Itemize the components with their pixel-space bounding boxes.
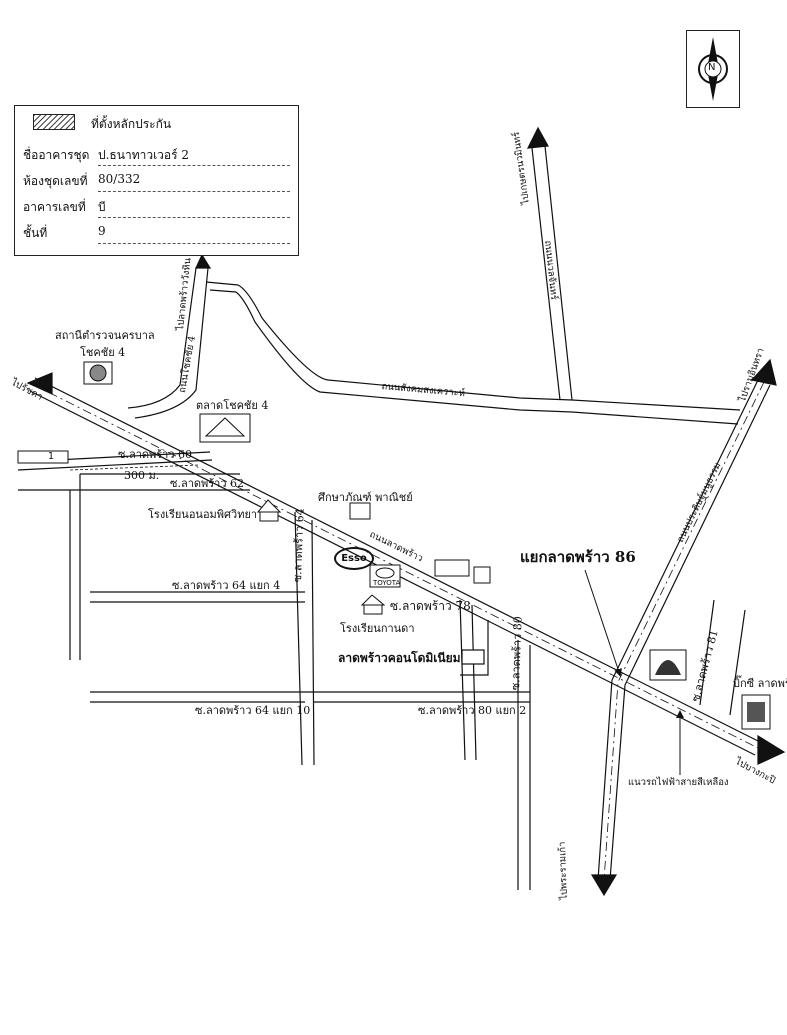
school-kanda-icon xyxy=(360,594,386,615)
ladprao-road-north-edge xyxy=(34,377,761,743)
legend-key: ห้องชุดเลขที่ xyxy=(23,174,88,188)
compass-letter: N xyxy=(708,62,716,73)
to-rachada-arrow xyxy=(26,372,53,395)
school-anomphit-icon xyxy=(256,499,282,522)
legend-row-block: อาคารเลขที่ บี xyxy=(23,196,290,218)
legend-key: ชื่ออาคารชุด xyxy=(23,148,90,162)
chokchai4-arrow xyxy=(195,253,212,269)
pradit-road-west xyxy=(597,379,759,881)
to-bangkapi-arrow xyxy=(757,734,786,765)
hatch-swatch xyxy=(33,114,75,130)
label-soi80: ซ.ลาดพร้าว 80 xyxy=(509,615,525,691)
label-ladprao-condo: ลาดพร้าวคอนโดมิเนียม xyxy=(338,651,461,665)
soi78-road-a xyxy=(459,599,466,761)
legend-key: ชั้นที่ xyxy=(23,226,48,240)
soi81-road-b xyxy=(729,609,746,716)
nuanchan-arrow xyxy=(526,126,549,149)
label-soi60: ซ.ลาดพร้าว 60 xyxy=(118,448,193,461)
soi60-road-bottom xyxy=(17,459,213,471)
to-ramintra-arrow xyxy=(750,358,777,386)
label-toyota: TOYOTA xyxy=(373,579,401,587)
condo-lane xyxy=(460,620,489,676)
label-soi64-yaek10: ซ.ลาดพร้าว 64 แยก 10 xyxy=(195,704,311,717)
sangkhom-road-south xyxy=(209,289,739,425)
soi64-road-west xyxy=(294,511,303,766)
legend-row-floor: ชั้นที่ 9 xyxy=(23,222,290,244)
soi78-road-b xyxy=(471,604,477,761)
label-soi78: ซ.ลาดพร้าว 78 xyxy=(390,599,471,613)
label-to-rama9: ไปพระรามเก้า xyxy=(556,841,570,901)
legend-row-unit: ห้องชุดเลขที่ 80/332 xyxy=(23,170,290,192)
label-soi62: ซ.ลาดพร้าว 62 xyxy=(170,477,245,490)
label-chokchai4-market: ตลาดโชคชัย 4 xyxy=(196,399,269,412)
soi64-road-east xyxy=(311,519,315,766)
label-police-station: สถานีตำรวจนครบาล xyxy=(55,329,155,342)
label-intersection: แยกลาดพร้าว 86 xyxy=(520,548,636,566)
chokchai4-road-east xyxy=(134,267,209,419)
label-school-anomphit: โรงเรียนอนอมพิศวิทยา xyxy=(148,508,258,521)
label-police-station-name: โชคชัย 4 xyxy=(80,346,126,359)
legend-value: บี xyxy=(98,200,106,214)
sangkhom-road-north xyxy=(205,281,741,411)
soi81-road-a xyxy=(699,599,715,706)
label-soi64-yaek4: ซ.ลาดพร้าว 64 แยก 4 xyxy=(172,579,281,592)
label-300m: 300 ม. xyxy=(124,469,160,482)
nuanchan-road-west xyxy=(531,147,561,401)
label-bigc: บิ๊กซี ลาดพร้าว xyxy=(733,677,787,690)
bank-icon xyxy=(434,559,470,577)
nuanchan-road-east xyxy=(544,145,573,401)
legend-key: อาคารเลขที่ xyxy=(23,200,86,214)
legend-value: 80/332 xyxy=(98,172,141,186)
label-suksapan: ศึกษาภัณฑ์ พาณิชย์ xyxy=(318,491,413,504)
legend-row-building: ชื่ออาคารชุด ป.ธนาทาวเวอร์ 2 xyxy=(23,144,290,166)
legend-title: ที่ตั้งหลักประกัน xyxy=(91,117,172,131)
pradit-road-center xyxy=(603,381,765,881)
legend-value: 9 xyxy=(98,224,106,238)
label-road-marker: 1 xyxy=(48,451,55,462)
pradit-road-east xyxy=(609,384,771,881)
distance-300m-line xyxy=(69,464,201,471)
property-legend: ที่ตั้งหลักประกัน ชื่ออาคารชุด ป.ธนาทาวเ… xyxy=(14,105,299,256)
suksapan-building xyxy=(349,502,371,520)
esso-logo: Esso xyxy=(334,547,374,570)
north-arrow-icon: N xyxy=(686,30,740,108)
condo-building xyxy=(461,649,485,665)
label-school-kanda: โรงเรียนกานดา xyxy=(340,622,415,635)
legend-value: ป.ธนาทาวเวอร์ 2 xyxy=(98,148,190,162)
label-soi64: ซ.ลาดพร้าว 64 xyxy=(291,507,307,583)
label-yellow-line: แนวรถไฟฟ้าสายสีเหลือง xyxy=(628,777,729,788)
chokchai4-road-west xyxy=(127,267,197,409)
to-rama9-arrow xyxy=(590,874,618,897)
road-marker-box xyxy=(17,450,69,464)
label-soi80-yaek2: ซ.ลาดพร้าว 80 แยก 2 xyxy=(418,704,527,717)
kasikorn-icon xyxy=(473,566,491,584)
intersection-pointer xyxy=(584,569,622,677)
